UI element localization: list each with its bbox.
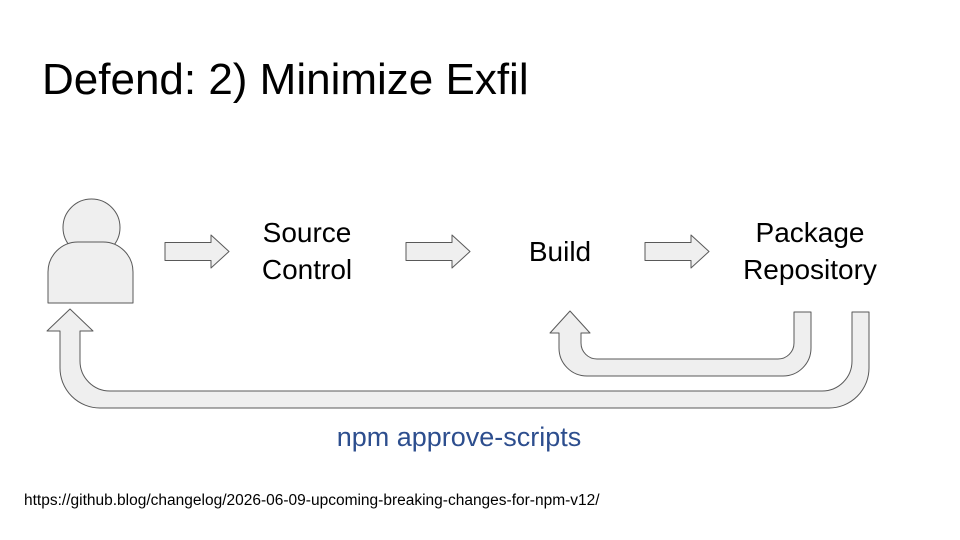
- user-icon: [47, 198, 134, 304]
- arrow-user-to-source-control-icon: [164, 234, 230, 269]
- caption-npm-approve-scripts: npm approve-scripts: [336, 422, 582, 452]
- node-source-control-line-2: Control: [261, 254, 353, 285]
- node-package-repository-line-1: Package: [755, 217, 865, 248]
- node-source-control-line-1: Source: [262, 217, 352, 248]
- return-arrow-to-user-icon: [46, 308, 870, 409]
- node-package-repository-line-2: Repository: [743, 254, 877, 285]
- node-build: Build: [528, 236, 592, 267]
- node-source-control: Source Control: [246, 214, 368, 288]
- reference-link[interactable]: https://github.blog/changelog/2026-06-09…: [24, 492, 600, 509]
- arrow-source-control-to-build-icon: [405, 234, 471, 269]
- node-package-repository: Package Repository: [725, 214, 895, 288]
- slide-title: Defend: 2) Minimize Exfil: [42, 55, 529, 104]
- return-arrow-to-build-icon: [549, 310, 812, 377]
- arrow-build-to-package-repository-icon: [644, 234, 710, 269]
